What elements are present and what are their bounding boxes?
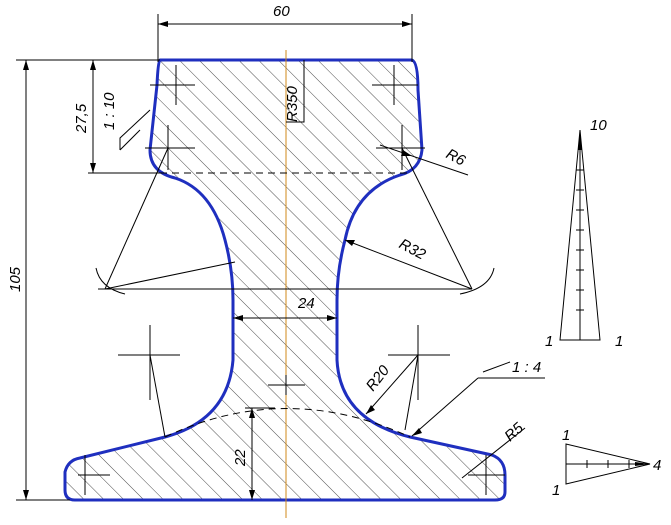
slope-triangle-1-10-left: 1 (545, 333, 553, 350)
dim-head-radius: R350 (284, 60, 305, 123)
dim-total-height-label: 105 (7, 266, 24, 292)
dim-foot-height: 22 (232, 407, 275, 500)
slope-triangle-1-4-top: 1 (562, 427, 570, 444)
foot-arc-dashed-line (164, 408, 411, 438)
dim-foot-slope: 1 : 4 (411, 359, 545, 437)
dim-head-slope: 1 : 10 (101, 92, 151, 151)
dim-web-radius: R32 (95, 147, 495, 295)
dim-head-slope-label: 1 : 10 (101, 92, 118, 130)
slope-triangle-1-4-tip: 4 (653, 457, 661, 474)
dim-head-height-label: 27,5 (73, 103, 90, 134)
dim-head-height: 27,5 (73, 60, 162, 174)
slope-triangle-1-10-apex: 10 (590, 117, 607, 134)
dim-base-radius-label: R20 (363, 362, 394, 395)
dim-web-width: 24 (233, 295, 337, 321)
dim-web-width-label: 24 (297, 295, 315, 312)
slope-triangle-1-4-bottom: 1 (552, 482, 560, 499)
slope-triangle-1-10: 10 1 1 (545, 117, 623, 350)
rail-outline (63, 58, 507, 502)
dim-top-width-label: 60 (273, 3, 290, 20)
slope-triangle-1-4: 1 1 4 (552, 427, 661, 499)
dim-fillet-r6-label: R6 (443, 146, 468, 170)
dim-foot-radius-label: R5 (501, 419, 527, 445)
slope-triangle-1-10-right: 1 (615, 333, 623, 350)
dim-top-width: 60 (157, 3, 413, 62)
head-corner-marks (145, 65, 425, 170)
dim-head-radius-label: R350 (284, 85, 301, 122)
dim-foot-slope-label: 1 : 4 (512, 359, 541, 376)
dim-foot-height-label: 22 (232, 449, 249, 467)
dim-web-radius-label: R32 (396, 236, 429, 264)
dim-total-height: 105 (7, 59, 160, 501)
